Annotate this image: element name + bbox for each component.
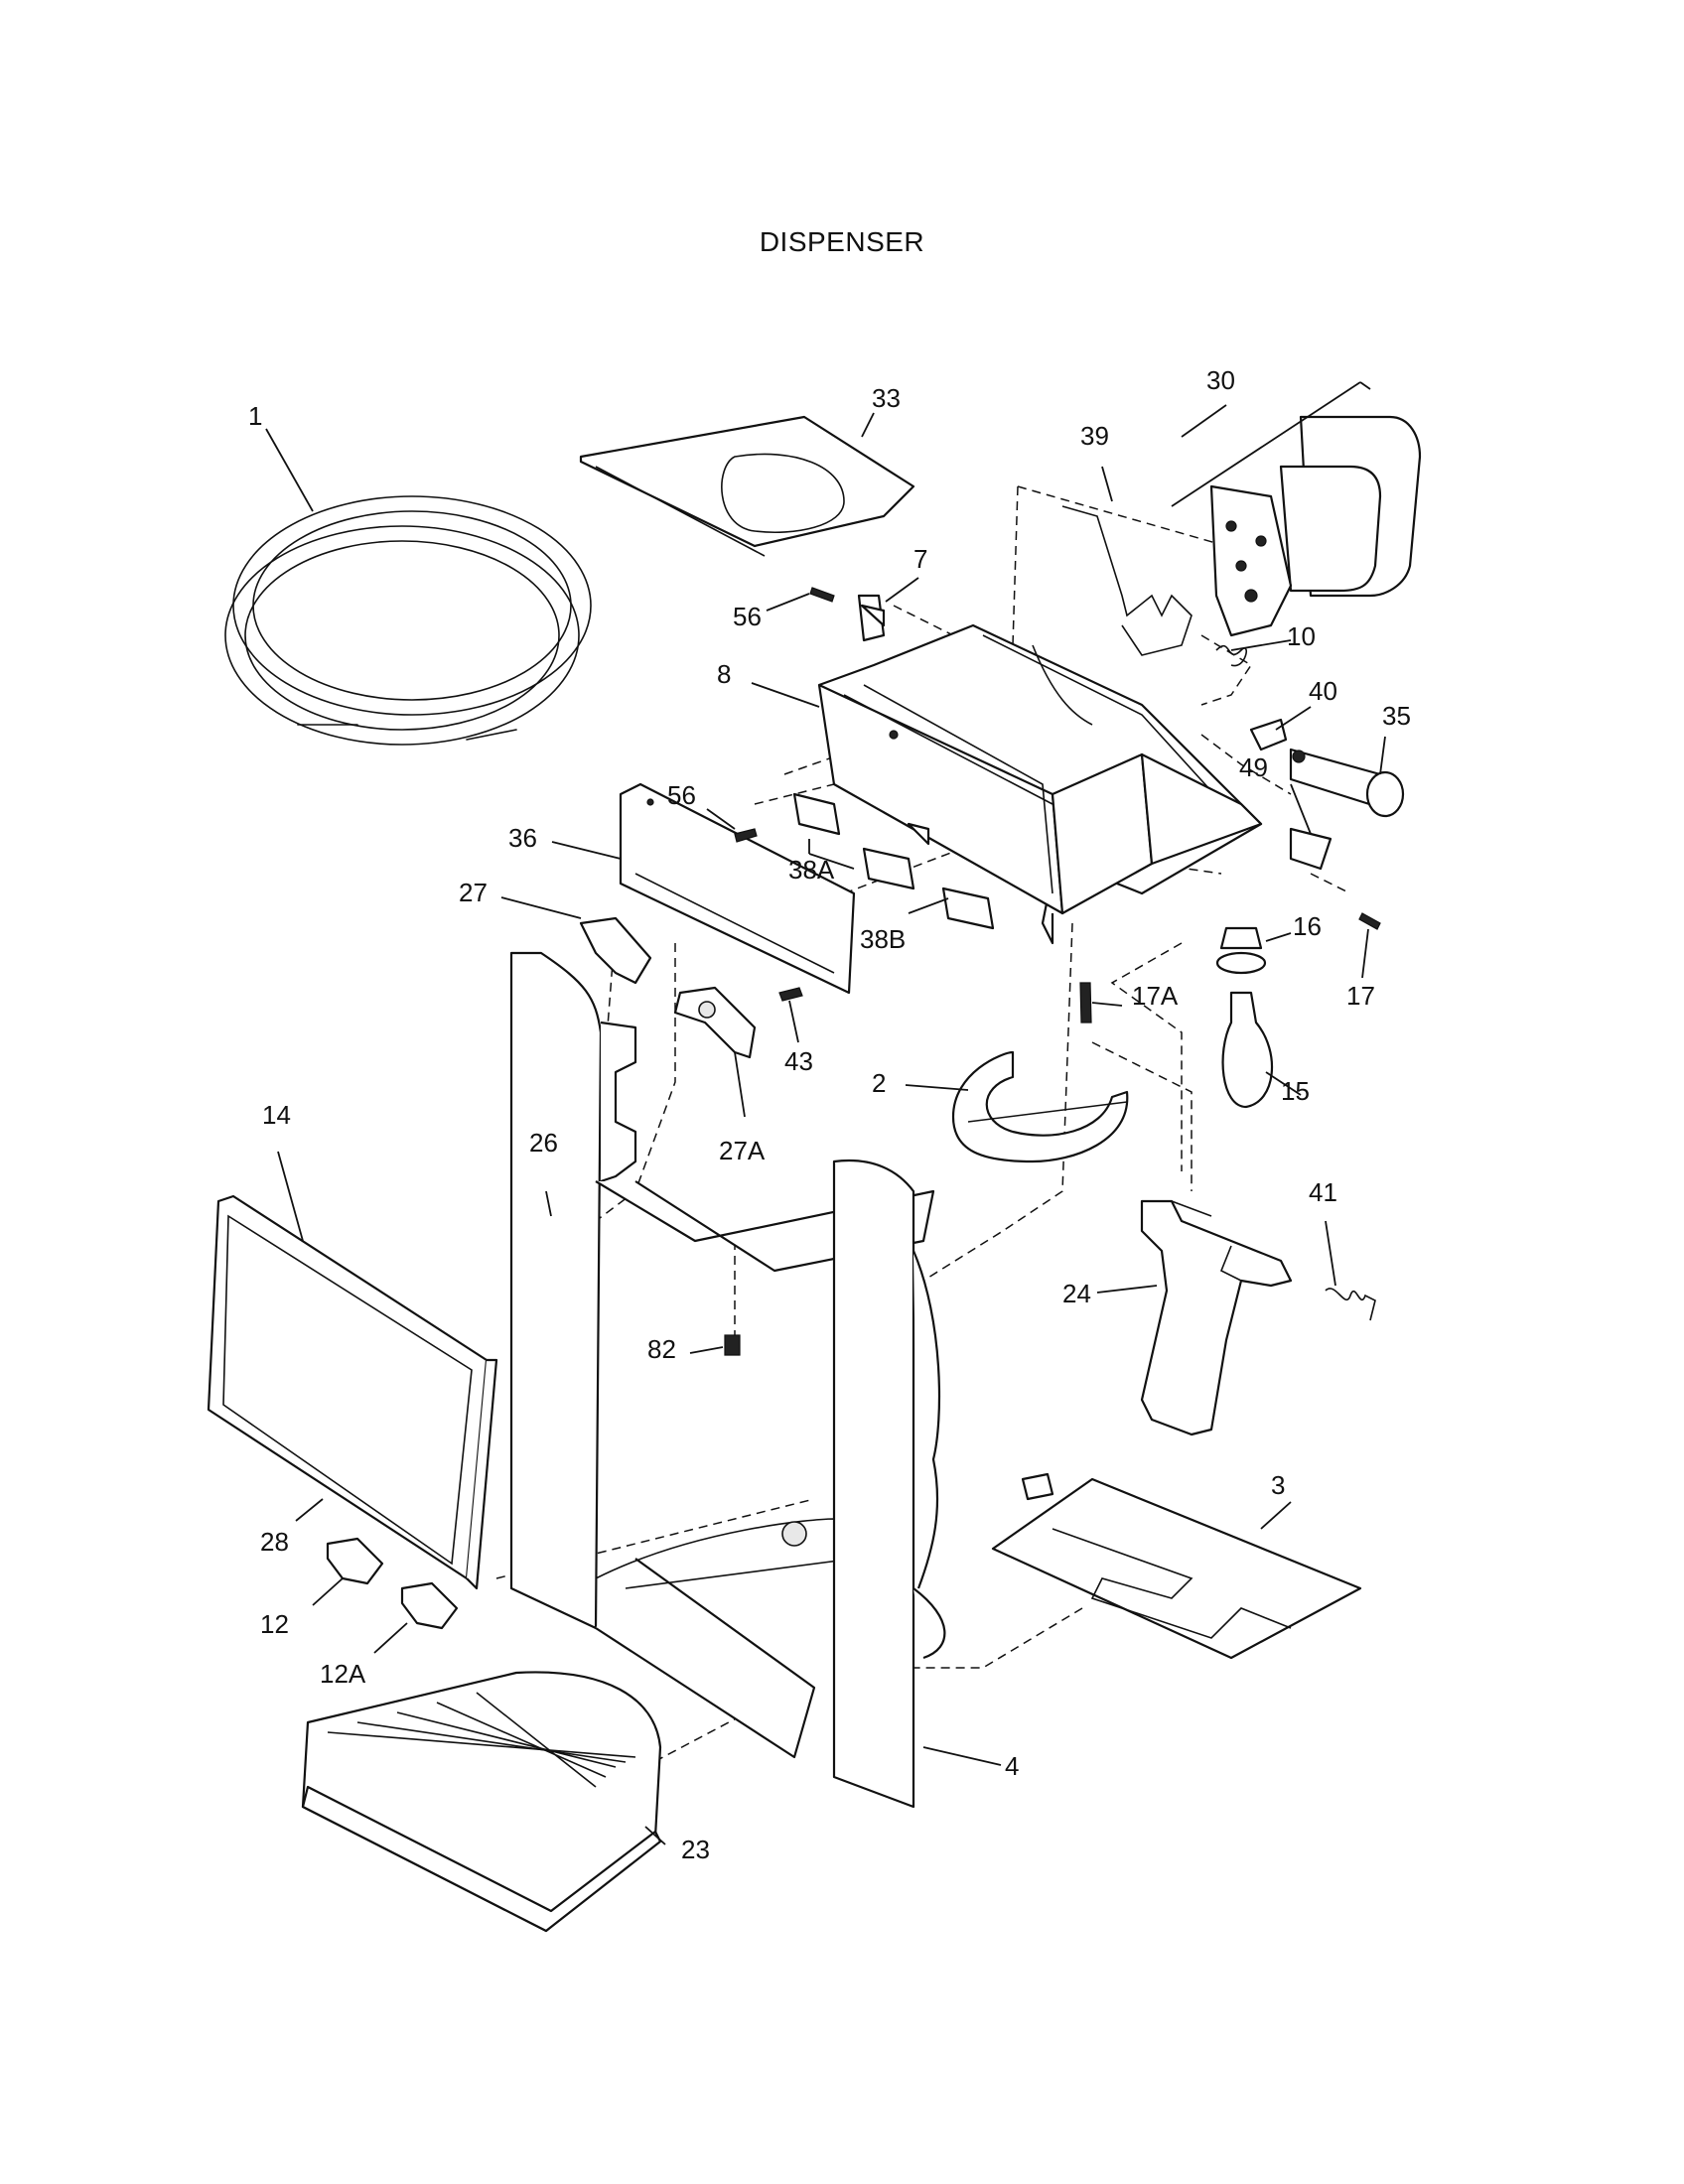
part-8-housing (817, 623, 1263, 945)
label-14: 14 (262, 1100, 291, 1130)
label-10: 10 (1287, 621, 1316, 651)
part-14-panel (207, 1194, 498, 1590)
part-41-spring (1325, 1288, 1376, 1321)
part-10-spring (1215, 644, 1247, 667)
label-43: 43 (784, 1046, 813, 1076)
label-24: 24 (1062, 1279, 1091, 1308)
label-33: 33 (872, 383, 901, 413)
part-27-bracket (579, 916, 652, 985)
part-16-cap (1215, 926, 1267, 975)
part-7-bracket (857, 594, 886, 642)
part-3-heater (991, 1472, 1362, 1660)
label-1: 1 (248, 401, 262, 431)
label-2: 2 (872, 1068, 886, 1098)
label-56-top: 56 (733, 602, 762, 631)
label-40: 40 (1309, 676, 1337, 706)
label-35: 35 (1382, 701, 1411, 731)
label-38B: 38B (860, 924, 906, 954)
label-82: 82 (647, 1334, 676, 1364)
part-56-screw-mid (734, 828, 758, 843)
part-17-screw (1358, 912, 1381, 930)
part-27A-cam (673, 986, 757, 1059)
part-15-bulb (1221, 991, 1274, 1109)
part-35-solenoid (1289, 748, 1405, 818)
label-28: 28 (260, 1527, 289, 1557)
part-2-collar (951, 1050, 1129, 1163)
label-15: 15 (1281, 1076, 1310, 1106)
diagram-title: DISPENSER (759, 226, 925, 257)
label-17: 17 (1346, 981, 1375, 1011)
part-43-screw (778, 987, 803, 1002)
label-3: 3 (1271, 1470, 1285, 1500)
part-38A-switches (792, 792, 930, 890)
label-36: 36 (508, 823, 537, 853)
label-12: 12 (260, 1609, 289, 1639)
part-38B-switch (941, 887, 995, 930)
part-33-cover-plate (579, 415, 915, 557)
part-49-bracket (1289, 827, 1333, 871)
label-27A: 27A (719, 1136, 766, 1165)
part-27A-pivot (698, 1001, 716, 1019)
label-26: 26 (529, 1128, 558, 1158)
label-8: 8 (717, 659, 731, 689)
label-27: 27 (459, 878, 488, 907)
part-12-clip (326, 1537, 384, 1585)
label-49: 49 (1239, 752, 1268, 782)
part-56-screw-top (809, 587, 835, 603)
part-17A-screw (1079, 982, 1092, 1024)
part-4-right-post (832, 1159, 946, 1809)
label-39: 39 (1080, 421, 1109, 451)
part-24-paddle (1140, 1199, 1293, 1436)
part-23-drip-tray (301, 1671, 662, 1933)
leader-lines (265, 404, 1386, 1845)
label-7: 7 (913, 544, 927, 574)
label-16: 16 (1293, 911, 1322, 941)
part-labels: 1 33 39 30 7 56 10 8 40 35 56 49 36 38A … (248, 365, 1411, 1864)
label-12A: 12A (320, 1659, 366, 1689)
label-30: 30 (1206, 365, 1235, 395)
part-82-screw (724, 1334, 741, 1356)
part-30-door-flap (1171, 381, 1422, 637)
label-41: 41 (1309, 1177, 1337, 1207)
part-12A-clip (400, 1581, 459, 1630)
label-17A: 17A (1132, 981, 1179, 1011)
part-36-front-panel (619, 782, 856, 995)
label-38A: 38A (788, 855, 835, 885)
part-39-wire-lever (1061, 505, 1193, 656)
label-4: 4 (1005, 1751, 1019, 1781)
label-23: 23 (681, 1835, 710, 1864)
label-56-mid: 56 (667, 780, 696, 810)
part-1-tubing (224, 495, 592, 746)
part-40-clip (1249, 718, 1288, 751)
